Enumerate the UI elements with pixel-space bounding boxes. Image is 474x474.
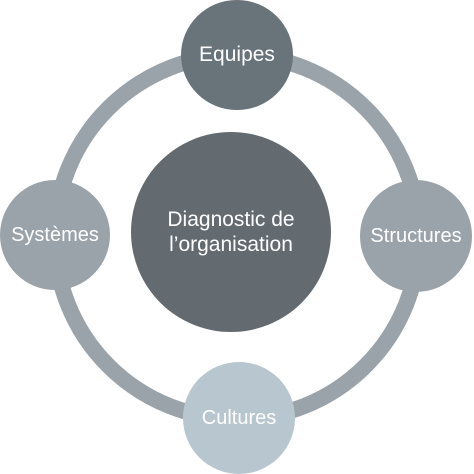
center-label: Diagnostic de l’organisation (167, 207, 295, 256)
node-systemes: Systèmes (0, 180, 110, 290)
node-structures-label: Structures (370, 225, 462, 247)
center-circle: Diagnostic de l’organisation (131, 132, 331, 332)
node-equipes: Equipes (181, 0, 293, 110)
node-structures: Structures (360, 180, 472, 292)
node-cultures-label: Cultures (201, 407, 277, 429)
node-equipes-label: Equipes (199, 43, 275, 67)
node-cultures: Cultures (183, 362, 295, 474)
node-systemes-label: Systèmes (11, 224, 99, 246)
